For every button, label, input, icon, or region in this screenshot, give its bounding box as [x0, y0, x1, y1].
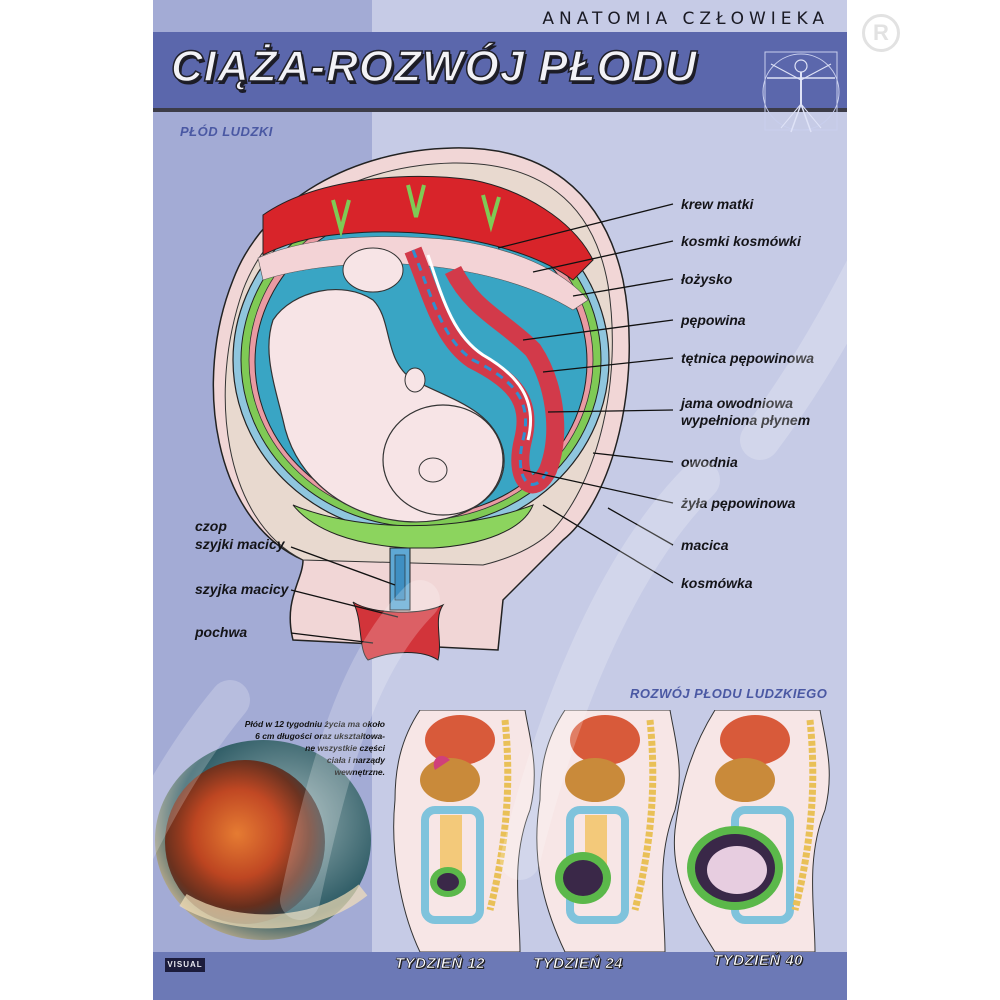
top-band: ANATOMIA CZŁOWIEKA: [153, 0, 847, 32]
caption-line: ciała i narządy: [326, 755, 385, 765]
embryo-photo: [155, 740, 371, 940]
title-band: CIĄŻA-ROZWÓJ PŁODU: [153, 32, 847, 133]
label-kosmowka: kosmówka: [681, 575, 753, 591]
label-week-24: TYDZIEŃ 24: [533, 955, 624, 973]
label-zyla-pepowinowa: żyła pępowinowa: [681, 495, 796, 511]
label-szyjka-macicy: szyjka macicy: [195, 581, 289, 597]
caption-line: Płód w 12 tygodniu życia ma około: [244, 719, 385, 729]
registered-trademark-icon: R: [862, 14, 900, 52]
label-kosmki-kosmowki: kosmki kosmówki: [681, 233, 801, 249]
label-wypelniona-plynem: wypełniona płynem: [681, 412, 811, 428]
label-szyjki-macicy: szyjki macicy: [195, 536, 285, 552]
label-week-12: TYDZIEŃ 12: [395, 955, 486, 973]
bottom-band: [153, 952, 847, 1000]
caption-line: wewnętrzne.: [334, 767, 385, 777]
label-czop: czop: [195, 518, 227, 534]
caption-line: 6 cm długości oraz ukształtowa-: [255, 731, 385, 741]
stage-week-12: [393, 710, 535, 952]
vitruvian-man-icon: [762, 51, 840, 133]
section-label-development: ROZWÓJ PŁODU LUDZKIEGO: [630, 686, 828, 701]
label-tetnica-pepowinowa: tętnica pępowinowa: [681, 350, 815, 366]
uterus-cross-section-diagram: [212, 147, 674, 661]
stage-week-40: [673, 710, 830, 952]
stage-week-24: [536, 710, 680, 952]
label-pochwa: pochwa: [195, 624, 248, 640]
label-pepowina: pępowina: [681, 312, 746, 328]
poster-title: CIĄŻA-ROZWÓJ PŁODU: [170, 41, 698, 92]
publisher-logo: VISUAL: [165, 958, 205, 972]
label-jama-owodniowa: jama owodniowa: [681, 395, 794, 411]
poster-subtitle: ANATOMIA CZŁOWIEKA: [542, 9, 829, 29]
caption-line: ne wszystkie części: [305, 743, 385, 753]
label-owodnia: owodnia: [681, 454, 738, 470]
poster: ANATOMIA CZŁOWIEKA CIĄŻA-ROZWÓJ PŁODU PŁ…: [153, 0, 847, 1000]
label-krew-matki: krew matki: [681, 196, 754, 212]
pregnancy-stages-illustration: [393, 710, 830, 952]
label-week-40: TYDZIEŃ 40: [713, 952, 804, 970]
embryo-caption: Płód w 12 tygodniu życia ma około 6 cm d…: [205, 718, 385, 778]
section-label-fetus: PŁÓD LUDZKI: [180, 124, 273, 139]
label-macica: macica: [681, 537, 729, 553]
label-lozysko: łożysko: [681, 271, 733, 287]
